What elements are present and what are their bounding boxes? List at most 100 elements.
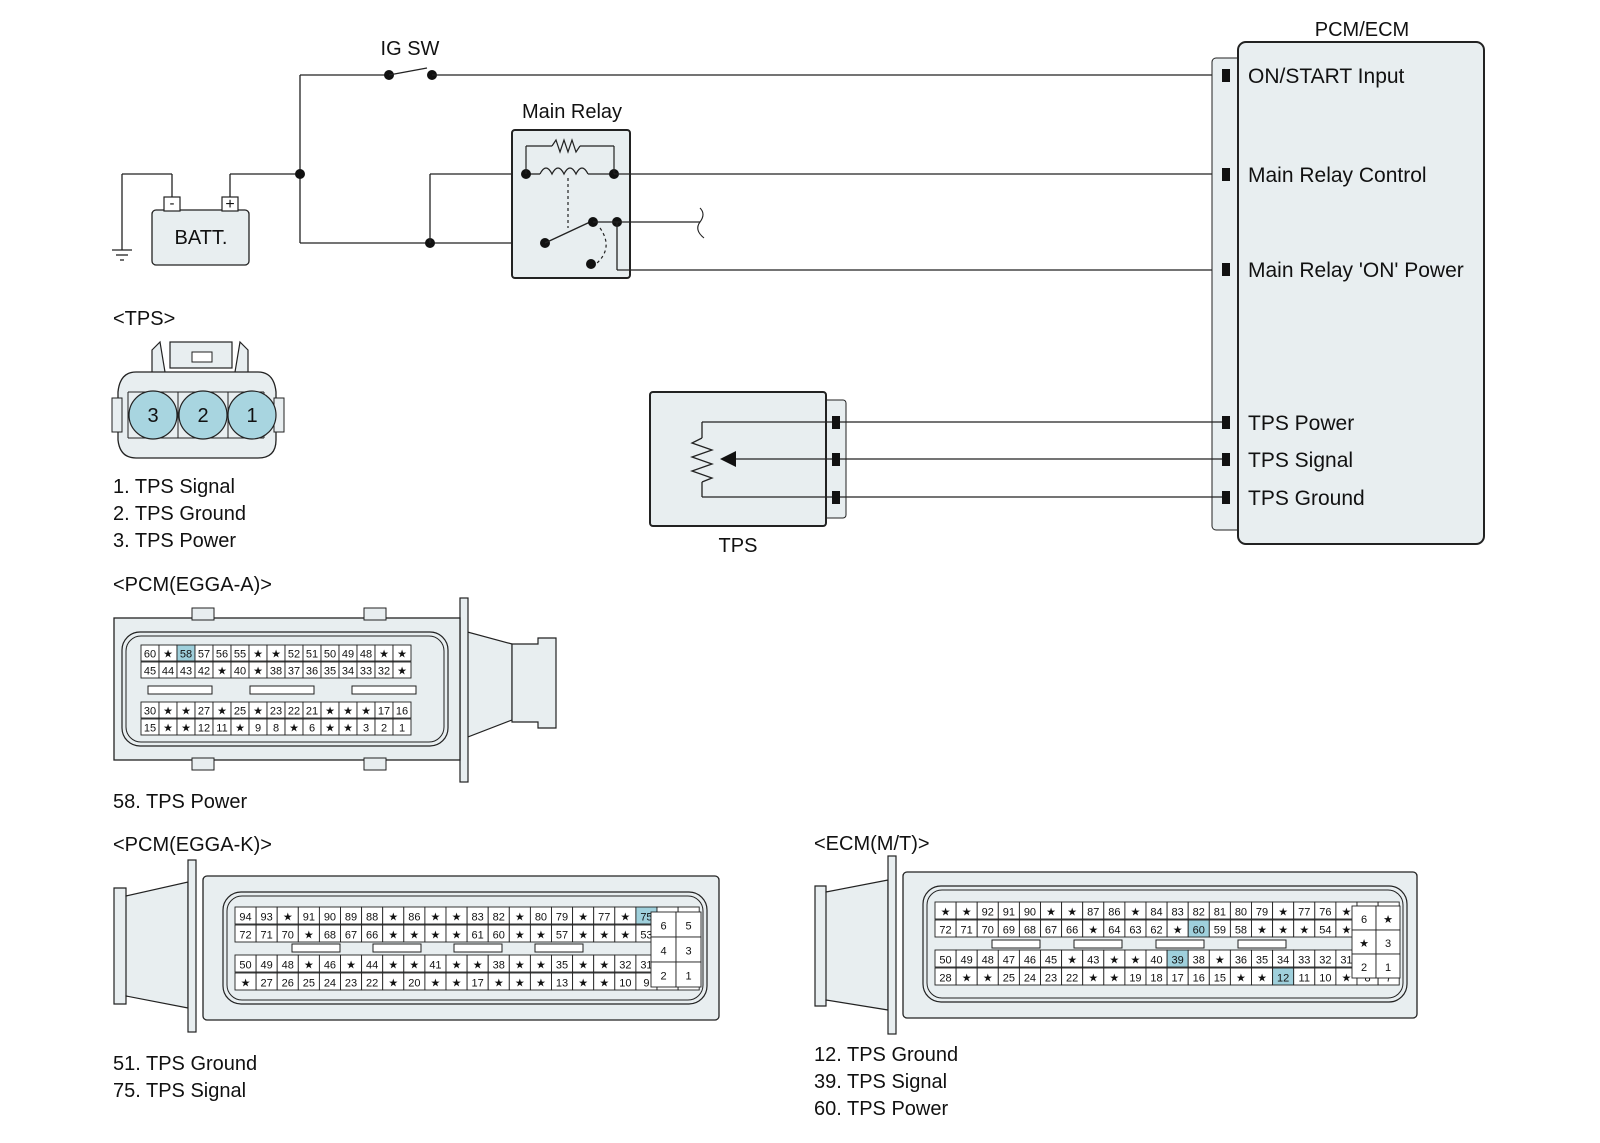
ig-sw-label: IG SW <box>381 38 440 60</box>
egga-k-pin-label: 91 <box>303 912 315 924</box>
egga-a-pin-label: 34 <box>342 666 354 678</box>
egga-k-pin-label: ★ <box>388 930 398 942</box>
ecm-mt-pin-label: 7 <box>1386 973 1392 985</box>
egga-k-pin-label: ★ <box>536 960 546 972</box>
ecm-mt-pin-label: ★ <box>1109 955 1119 967</box>
egga-k-pin-label: 50 <box>239 960 251 972</box>
pcm-terminal-tps-power: TPS Power <box>1248 412 1354 435</box>
ecm-mt-pin-label: ★ <box>1342 907 1352 919</box>
ecm-mt-pin-label: 48 <box>982 955 994 967</box>
egga-k-pin-label: 61 <box>472 930 484 942</box>
egga-a-pin-label: 1 <box>399 723 405 735</box>
ecm-mt-pin-grid: ★★929190★★8786★848382818079★7776★★737271… <box>934 901 1400 986</box>
ecm-mt-pin-label: 58 <box>1235 925 1247 937</box>
egga-k-pin-label: ★ <box>452 930 462 942</box>
egga-k-pin-label: ★ <box>452 978 462 990</box>
tps-legend-2: 2. TPS Ground <box>113 503 246 525</box>
ig-switch: IG SW <box>229 38 1213 243</box>
ecm-mt-pin-label: 15 <box>1214 973 1226 985</box>
egga-k-legend-1: 51. TPS Ground <box>113 1053 257 1075</box>
ecm-mt-pin-label: ★ <box>1342 973 1352 985</box>
ecm-mt-pin-label: ★ <box>1257 925 1267 937</box>
egga-a-pin-label: 58 <box>180 649 192 661</box>
ecm-mt-small-pin-label: 1 <box>1385 962 1391 974</box>
egga-a-title: <PCM(EGGA-A)> <box>113 574 272 596</box>
ecm-mt-pin-label: 82 <box>1193 907 1205 919</box>
egga-a-pin-label: ★ <box>217 666 227 678</box>
egga-k-small-pin-label: 5 <box>685 921 691 933</box>
egga-k-pin-grid: 9493★91908988★86★★8382★8079★77★75★737271… <box>234 906 700 991</box>
main-relay: Main Relay <box>300 101 1213 279</box>
egga-a-pin-label: ★ <box>379 649 389 661</box>
ecm-mt-pin-label: 91 <box>1003 907 1015 919</box>
ecm-mt-pin-label: 50 <box>939 955 951 967</box>
pcm-terminal-tps-ground: TPS Ground <box>1248 487 1365 510</box>
ecm-mt-pin-label: ★ <box>1088 925 1098 937</box>
batt-minus-label: - <box>170 195 175 212</box>
ecm-mt-pin-label: ★ <box>1173 925 1183 937</box>
ecm-mt-pin-label: 17 <box>1172 973 1184 985</box>
ecm-mt-pin-label: 16 <box>1193 973 1205 985</box>
ecm-mt-pin-label: ★ <box>962 973 972 985</box>
egga-a-pin-label: 27 <box>198 706 210 718</box>
egga-k-pin-label: ★ <box>515 930 525 942</box>
ecm-mt-title: <ECM(M/T)> <box>814 833 930 855</box>
ecm-mt-pin-label: 64 <box>1108 925 1120 937</box>
egga-k-small-pin-cell <box>675 911 702 938</box>
egga-k-pin-label: 66 <box>366 930 378 942</box>
egga-a-pin-label: ★ <box>253 649 263 661</box>
ecm-mt-small-pin-label: 2 <box>1361 962 1367 974</box>
egga-k-pin-label: 17 <box>472 978 484 990</box>
ecm-mt-pin-label: 32 <box>1319 955 1331 967</box>
ecm-mt-legend-2: 39. TPS Signal <box>814 1071 947 1093</box>
egga-a-pin-label: 35 <box>324 666 336 678</box>
ecm-mt-pin-label: ★ <box>1278 907 1288 919</box>
egga-k-small-pin-cell <box>650 961 677 988</box>
ecm-mt-pin-label: 77 <box>1298 907 1310 919</box>
egga-k-pin-label: ★ <box>452 912 462 924</box>
ecm-mt-pin-label: ★ <box>983 973 993 985</box>
egga-k-pin-label: 77 <box>598 912 610 924</box>
egga-a-pin-label: ★ <box>397 649 407 661</box>
egga-k-pin-label: ★ <box>536 930 546 942</box>
ecm-mt-pin-label: ★ <box>941 907 951 919</box>
ecm-mt-legend-3: 60. TPS Power <box>814 1098 948 1120</box>
egga-k-pin-label: ★ <box>304 930 314 942</box>
egga-k-pin-label: ★ <box>620 912 630 924</box>
tps-pin-1: 1 <box>246 405 257 427</box>
egga-a-pin-label: 44 <box>162 666 174 678</box>
egga-a-pin-label: ★ <box>397 666 407 678</box>
egga-k-pin-label: 75 <box>640 912 652 924</box>
egga-k-pin-label: ★ <box>599 978 609 990</box>
ecm-mt-pin-label: 92 <box>982 907 994 919</box>
tps-connector-title: <TPS> <box>113 308 175 330</box>
egga-a-pin-label: 2 <box>381 723 387 735</box>
egga-a-pin-label: 49 <box>342 649 354 661</box>
batt-plus-label: + <box>225 196 234 213</box>
ecm-mt-pin-label: 39 <box>1172 955 1184 967</box>
ecm-mt-pin-label: 47 <box>1003 955 1015 967</box>
tps-box-label: TPS <box>719 535 758 557</box>
battery: - + BATT. <box>112 173 250 266</box>
ecm-mt-pin-label: 22 <box>1066 973 1078 985</box>
ecm-mt-small-pin-label: ★ <box>1359 938 1369 950</box>
egga-a-pin-label: ★ <box>271 649 281 661</box>
egga-k-pin-label: 71 <box>261 930 273 942</box>
egga-k-pin-label: 41 <box>429 960 441 972</box>
egga-a-pin-label: ★ <box>163 706 173 718</box>
ecm-mt-pin-label: ★ <box>1067 907 1077 919</box>
egga-k-pin-label: ★ <box>536 978 546 990</box>
egga-k-pin-label: 94 <box>239 912 251 924</box>
egga-k-pin-label: 80 <box>535 912 547 924</box>
pcm-terminal-tps-signal: TPS Signal <box>1248 449 1353 472</box>
ecm-mt-pin-label: ★ <box>1257 973 1267 985</box>
egga-a-pin-label: 33 <box>360 666 372 678</box>
ecm-mt-pin-label: 69 <box>1003 925 1015 937</box>
egga-a-pin-label: ★ <box>253 706 263 718</box>
egga-k-pin-label: ★ <box>241 978 251 990</box>
egga-a-pin-label: 32 <box>378 666 390 678</box>
egga-k-pin-label: 86 <box>408 912 420 924</box>
